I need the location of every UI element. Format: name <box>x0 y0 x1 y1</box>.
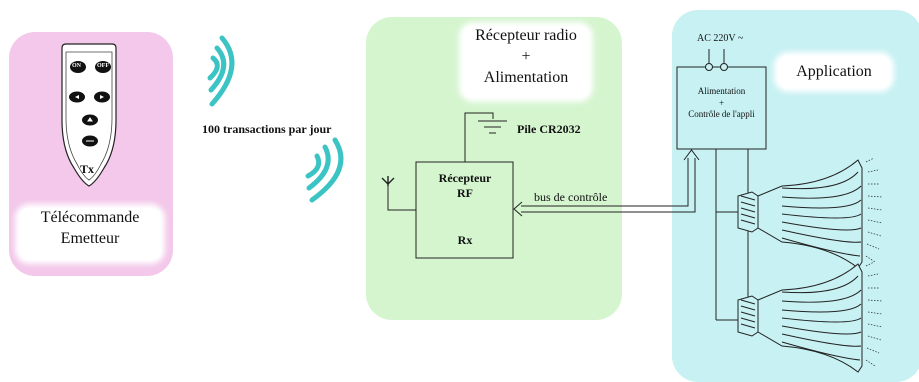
app-block-line3: Contrôle de l'appli <box>688 109 755 119</box>
on-button <box>70 61 86 73</box>
power-control-block <box>676 66 767 150</box>
app-block-line2: + <box>718 98 725 108</box>
diagram-graphics <box>61 35 883 373</box>
control-bus-arrow <box>513 149 700 217</box>
rf-block-line1: Récepteur <box>438 171 492 185</box>
rf-block-line3: Rx <box>457 233 473 247</box>
receiver-title: Récepteur radio + Alimentation <box>463 26 589 98</box>
remote-control <box>61 43 117 187</box>
lamp-icon <box>737 157 883 269</box>
off-button-label: OFF <box>97 63 109 69</box>
off-button <box>95 61 111 73</box>
control-bus-label: bus de contrôle <box>534 190 608 204</box>
mains-label: AC 220V ~ <box>697 33 744 44</box>
battery-label: Pile CR2032 <box>517 122 581 136</box>
transmitter-title: Télécommande Emetteur <box>19 208 161 260</box>
on-button-label: ON <box>72 63 81 69</box>
transmitter-title-line2: Emetteur <box>60 229 120 247</box>
lamp-icon <box>737 261 883 373</box>
application-circuit <box>676 49 767 321</box>
transmitter-title-line1: Télécommande <box>40 209 140 226</box>
receiver-title-line3: Alimentation <box>483 68 569 86</box>
radio-waves-icon <box>207 35 344 203</box>
receiver-title-line2: + <box>521 47 531 65</box>
application-title: Application <box>778 56 890 88</box>
transaction-rate-label: 100 transactions par jour <box>202 122 332 136</box>
tx-label: Tx <box>80 162 95 176</box>
app-block-line1: Alimentation <box>697 86 746 96</box>
rf-block-line2: RF <box>457 186 473 200</box>
receiver-title-line1: Récepteur radio <box>475 27 577 44</box>
receiver-circuit <box>381 112 514 259</box>
application-title-text: Application <box>796 63 872 80</box>
